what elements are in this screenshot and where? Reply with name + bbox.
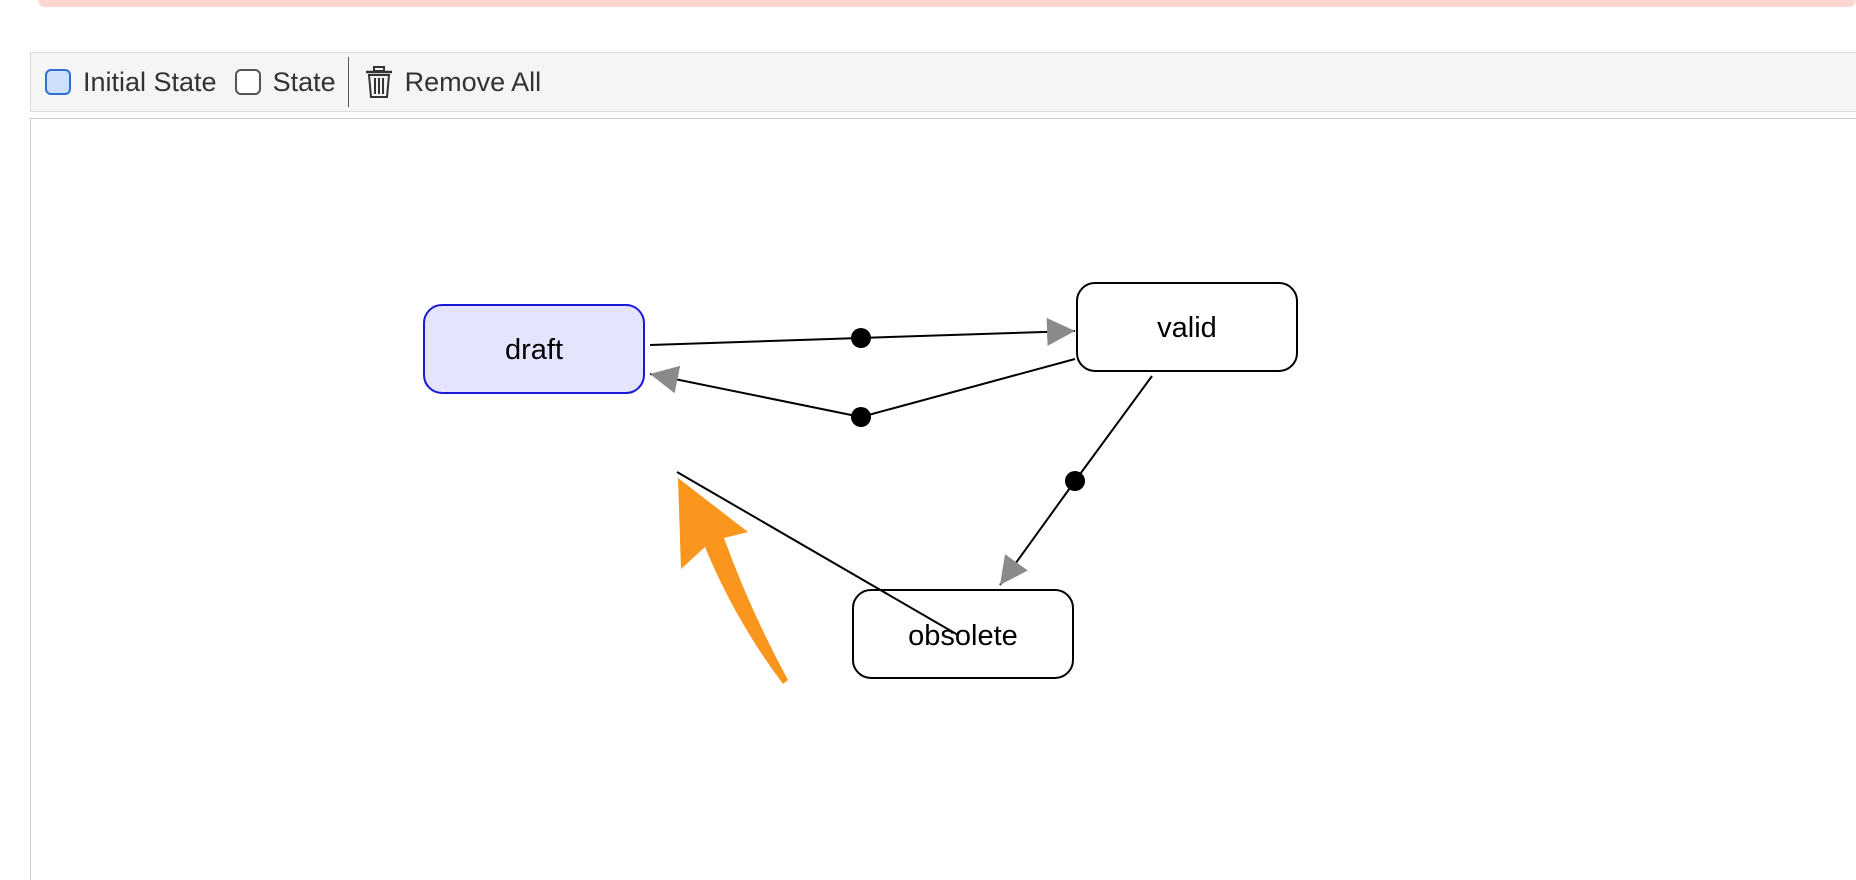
transition-handle[interactable] bbox=[851, 328, 871, 348]
state-box bbox=[1076, 282, 1298, 372]
initial-state-icon bbox=[45, 69, 71, 95]
state-node-obsolete[interactable]: obsolete bbox=[852, 589, 1074, 679]
transition-handle[interactable] bbox=[1065, 471, 1085, 491]
error-banner bbox=[38, 0, 1856, 7]
state-label-obsolete: obsolete bbox=[908, 620, 1018, 652]
initial-state-label: Initial State bbox=[83, 66, 217, 97]
state-label-draft: draft bbox=[505, 334, 563, 366]
state-box bbox=[423, 304, 645, 394]
transition-draft-to-valid[interactable] bbox=[649, 317, 1076, 348]
transition-line bbox=[649, 365, 862, 418]
remove-all-button[interactable]: Remove All bbox=[349, 53, 542, 111]
transition-valid-to-obsolete[interactable] bbox=[999, 375, 1153, 586]
diagram-canvas[interactable] bbox=[30, 118, 1856, 880]
transition-valid-to-draft[interactable] bbox=[649, 358, 1076, 427]
add-state-tool[interactable]: State bbox=[217, 53, 336, 111]
state-node-valid[interactable]: valid bbox=[1076, 282, 1298, 372]
transition-line bbox=[1074, 375, 1153, 482]
state-node-draft[interactable]: draft bbox=[423, 304, 645, 394]
trash-icon bbox=[365, 66, 392, 98]
toolbar-divider bbox=[347, 57, 349, 107]
diagram-toolbar: Initial State State Remove All bbox=[30, 52, 1856, 112]
pending-transition-line bbox=[676, 471, 959, 636]
state-label-valid: valid bbox=[1157, 312, 1217, 344]
transition-line bbox=[860, 358, 1076, 418]
state-icon bbox=[234, 69, 261, 95]
transition-line bbox=[649, 337, 861, 346]
pointer-arrow-icon bbox=[678, 478, 788, 684]
transition-line bbox=[859, 317, 1076, 346]
state-box bbox=[852, 589, 1074, 679]
add-initial-state-tool[interactable]: Initial State bbox=[31, 53, 217, 111]
transition-handle[interactable] bbox=[851, 407, 871, 427]
remove-all-label: Remove All bbox=[404, 66, 542, 97]
transition-line bbox=[999, 480, 1076, 586]
state-label: State bbox=[272, 66, 336, 97]
